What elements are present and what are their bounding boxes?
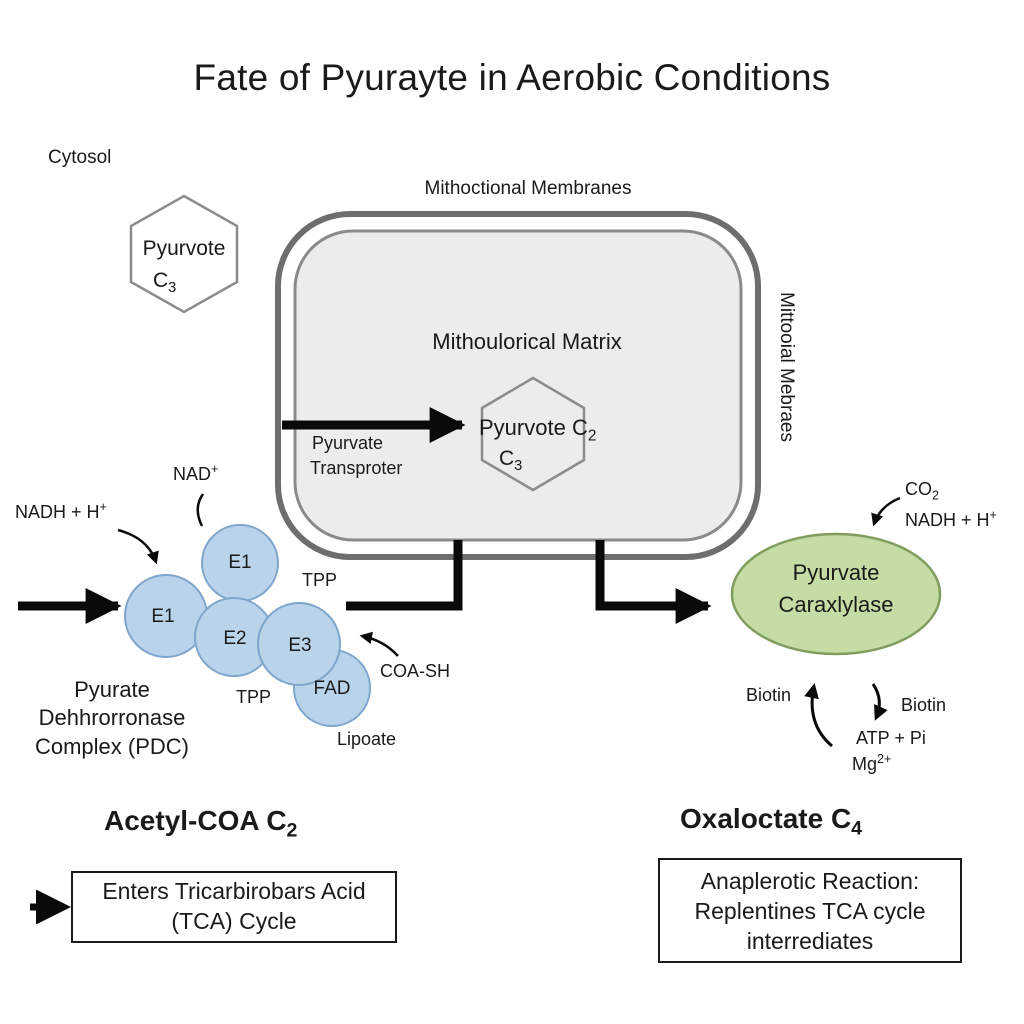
pdc-e1-left-label: E1 — [151, 606, 175, 627]
pdc-coash-label: COA-SH — [380, 661, 451, 681]
cytosol-pyruvate-name: Pyurvote — [142, 237, 226, 260]
oxalo-box-line-3: interrediates — [746, 928, 874, 954]
biotin-down-arrow — [871, 683, 888, 721]
oxalo-box-line-2: Replentines TCA cycle — [694, 898, 926, 924]
pc-nadh-label: NADH + H+ — [905, 508, 997, 530]
pdc-tpp-top-label: TPP — [302, 570, 338, 590]
pdc-e2-label: E2 — [223, 628, 247, 649]
pc-connector-arrow — [595, 540, 712, 624]
transporter-label-2: Transproter — [310, 458, 403, 478]
pc-biotin-left-label: Biotin — [746, 685, 792, 705]
pdc-connector-arrow — [346, 540, 463, 611]
cytosol-pyruvate-carbon: C3 — [153, 269, 177, 297]
pc-co2-label: CO2 — [905, 479, 940, 503]
oxalo-box — [658, 858, 962, 963]
oxalo-box-line-1: Anaplerotic Reaction: — [700, 868, 920, 894]
co2-arrow — [871, 496, 901, 527]
pdc-e3-label: E3 — [288, 635, 312, 656]
nad-curve — [196, 493, 205, 527]
diagram-title: Fate of Pyurayte in Aerobic Conditions — [193, 57, 831, 98]
pdc-e3 — [257, 602, 341, 686]
acetyl-box-line-2: (TCA) Cycle — [171, 908, 297, 934]
pdc-name-1: Pyurate — [74, 677, 150, 702]
acetyl-box-line-1: Enters Tricarbirobars Acid — [102, 878, 366, 904]
pc-name-2: Caraxlylase — [778, 592, 894, 617]
pc-atp-label: ATP + Pi — [856, 728, 926, 748]
acetyl-coa-label: Acetyl-COA C2 — [104, 805, 298, 842]
pc-ellipse — [730, 532, 942, 656]
pc-mg-label: Mg2+ — [852, 752, 892, 774]
cytosol-pyruvate-hexagon — [129, 194, 239, 314]
pdc-nadh-label: NADH + H+ — [15, 500, 107, 522]
pdc-lipoate-label: Lipoate — [337, 729, 397, 749]
membrane-side-label: Mittooial Mebraes — [776, 292, 797, 442]
membrane-top-label: Mithoctional Membranes — [424, 178, 632, 199]
pdc-tpp-bottom-label: TPP — [236, 687, 272, 707]
pdc-nad-label: NAD+ — [173, 462, 219, 484]
cytosol-label: Cytosol — [48, 147, 112, 168]
pdc-fad-label: FAD — [313, 678, 351, 699]
transporter-label-1: Pyurvate — [312, 433, 384, 453]
matrix-pyruvate-carbon: C3 — [499, 447, 523, 475]
coash-arrow — [359, 631, 399, 657]
matrix-pyruvate-hexagon — [480, 376, 586, 492]
pc-name-1: Pyurvate — [792, 560, 880, 585]
pdc-complex — [124, 524, 371, 727]
matrix-pyruvate-name: Pyurvote C2 — [479, 415, 597, 445]
nadh-arrow — [117, 528, 159, 565]
acetyl-box — [71, 871, 397, 943]
matrix-label: Mithoulorical Matrix — [432, 329, 622, 354]
pc-biotin-right-label: Biotin — [901, 695, 947, 715]
pdc-name-2: Dehhrorronase — [38, 705, 186, 730]
pdc-e1-top-label: E1 — [228, 552, 252, 573]
biotin-up-arrow — [804, 683, 833, 748]
oxaloacetate-label: Oxaloctate C4 — [680, 803, 863, 840]
pdc-name-3: Complex (PDC) — [34, 734, 190, 759]
